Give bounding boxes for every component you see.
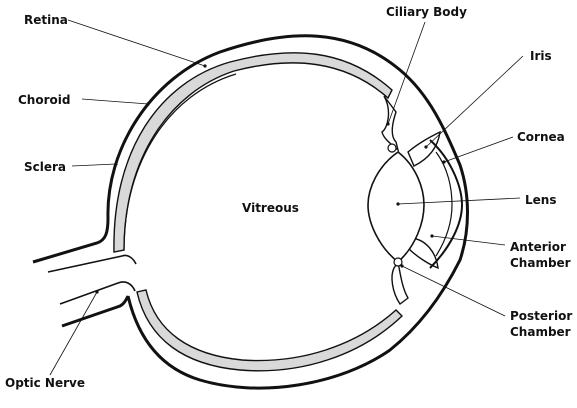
leader-cornea [443,136,514,163]
label-choroid: Choroid [18,93,70,107]
iris-upper [407,130,441,167]
dot-retina [203,64,207,68]
optic-nerve-inner-upper [47,254,137,273]
leader-posterior-chamber [401,265,506,317]
label-posterior-chamber-line2: Chamber [510,325,571,339]
choroid-band-lower [136,289,404,372]
leader-retina [67,19,206,67]
retina-line [123,73,237,251]
dot-iris [424,145,428,149]
label-lens: Lens [525,193,556,207]
label-optic-nerve: Optic Nerve [5,376,85,390]
dot-optic-nerve [95,290,99,294]
dot-lens [396,202,400,206]
leader-choroid [81,98,149,105]
zonule-upper [387,143,397,153]
zonule-lower [393,257,403,267]
dot-cornea [442,160,446,164]
choroid-band-upper [113,52,393,253]
leader-anterior-chamber [431,235,506,246]
optic-nerve-inner-lower [59,281,136,305]
iris-lower [407,237,439,270]
leader-dots [95,64,446,294]
leader-lens [397,197,521,205]
dot-anterior-chamber [430,234,434,238]
leader-iris [425,55,524,148]
label-ciliary-body: Ciliary Body [386,5,467,19]
label-anterior-chamber-line1: Anterior [510,240,566,254]
label-anterior-chamber-line2: Chamber [510,256,571,270]
label-iris: Iris [530,49,552,63]
cornea [429,139,464,269]
leader-sclera [71,163,117,167]
dot-posterior-chamber [400,264,404,268]
sclera-outer-wall [106,34,469,390]
label-sclera: Sclera [24,160,66,174]
dot-ciliary-body [386,122,390,126]
label-vitreous: Vitreous [242,201,299,215]
leader-ciliary-body [387,21,426,125]
dot-sclera [114,162,118,166]
leader-lines [49,19,524,376]
cornea-inner [435,151,453,257]
label-posterior-chamber-line1: Posterior [510,309,572,323]
dot-choroid [146,102,150,106]
ciliary-body-lower [391,260,409,306]
label-retina: Retina [24,13,68,27]
leader-optic-nerve [49,291,98,376]
optic-nerve-outer-upper [32,217,110,264]
label-cornea: Cornea [517,130,565,144]
